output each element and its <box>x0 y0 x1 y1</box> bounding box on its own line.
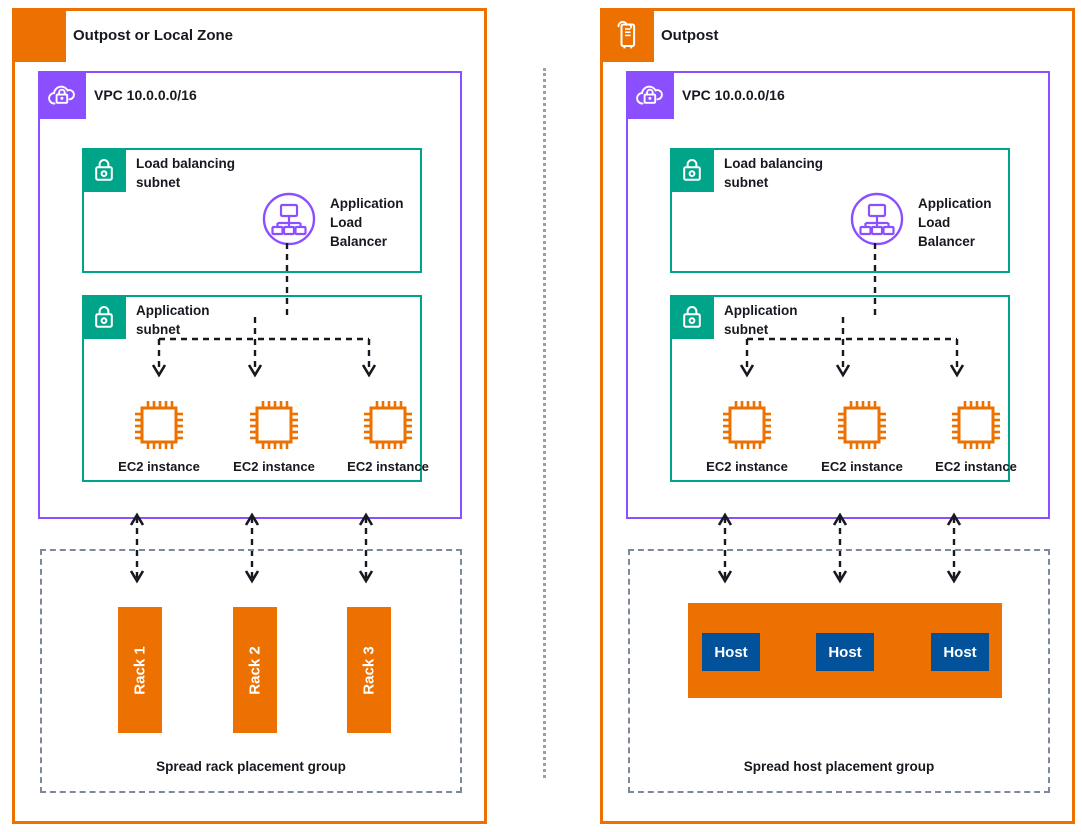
panel-title: Outpost <box>661 26 719 44</box>
application-load-balancer-label: Application Load Balancer <box>918 196 992 249</box>
vpc-cloud-lock-icon <box>626 71 674 119</box>
ec2-instance-icon <box>360 397 416 453</box>
vpc-label: VPC 10.0.0.0/16 <box>94 87 197 103</box>
host-label: Host <box>714 643 748 661</box>
host-label: Host <box>943 643 977 661</box>
rack-2: Rack 2 <box>233 607 277 733</box>
host-label: Host <box>828 643 862 661</box>
rack-3: Rack 3 <box>347 607 391 733</box>
outpost-host-band: Host Host Host <box>688 603 1002 698</box>
ec2-instance-label: EC2 instance <box>706 459 788 474</box>
placement-group-label: Spread host placement group <box>743 759 935 774</box>
subnet-load-balancing: Load balancing subnet <box>670 148 1010 273</box>
application-load-balancer-label: Application Load Balancer <box>330 196 404 249</box>
alb-to-ec2-connector <box>151 317 377 378</box>
ec2-instance-label: EC2 instance <box>118 459 200 474</box>
rack-label: Rack 3 <box>360 645 378 695</box>
vpc-boundary: VPC 10.0.0.0/16 Load balancing subnet <box>38 71 462 519</box>
subnet-label: Application subnet <box>724 303 798 337</box>
subnet-lock-icon <box>82 148 126 192</box>
subnet-lock-icon <box>82 295 126 339</box>
vpc-cloud-lock-icon <box>38 71 86 119</box>
ec2-instance-label: EC2 instance <box>821 459 903 474</box>
outpost-rack-icon <box>600 8 654 62</box>
panel-header-badge <box>12 8 66 62</box>
ec2-instance-label: EC2 instance <box>347 459 429 474</box>
subnet-label: Load balancing subnet <box>724 156 824 190</box>
subnet-lock-icon <box>670 295 714 339</box>
subnet-label: Application subnet <box>136 303 210 337</box>
host-3: Host <box>931 633 989 671</box>
subnet-label: Load balancing subnet <box>136 156 236 190</box>
rack-label: Rack 1 <box>131 645 149 695</box>
panel-outpost: Outpost VPC 10.0.0.0/16 <box>600 8 1075 824</box>
panel-title: Outpost or Local Zone <box>73 26 233 44</box>
ec2-instance-icon <box>948 397 1004 453</box>
subnet-lock-icon <box>670 148 714 192</box>
subnet-application: Application subnet <box>82 295 429 482</box>
alb-to-ec2-connector <box>739 317 965 378</box>
application-load-balancer-icon <box>850 192 904 246</box>
panel-outpost-or-local-zone: Outpost or Local Zone VPC 10.0.0.0/16 <box>12 8 487 824</box>
host-2: Host <box>816 633 874 671</box>
ec2-instance-label: EC2 instance <box>935 459 1017 474</box>
placement-group-label: Spread rack placement group <box>156 759 346 774</box>
rack-label: Rack 2 <box>246 645 264 695</box>
panel-divider <box>543 68 546 778</box>
subnet-load-balancing: Load balancing subnet <box>82 148 422 273</box>
host-1: Host <box>702 633 760 671</box>
ec2-instance-label: EC2 instance <box>233 459 315 474</box>
subnet-application: Application subnet <box>670 295 1017 482</box>
application-load-balancer-icon <box>262 192 316 246</box>
spread-rack-placement-group: Rack 1 Rack 2 Rack 3 Spread rack placeme… <box>40 549 462 793</box>
ec2-instance-icon <box>719 397 775 453</box>
rack-1: Rack 1 <box>118 607 162 733</box>
ec2-instance-icon <box>131 397 187 453</box>
vpc-label: VPC 10.0.0.0/16 <box>682 87 785 103</box>
spread-host-placement-group: Host Host Host Spread host placement gro… <box>628 549 1050 793</box>
ec2-instance-icon <box>246 397 302 453</box>
ec2-instance-icon <box>834 397 890 453</box>
vpc-boundary: VPC 10.0.0.0/16 Load balancing subnet <box>626 71 1050 519</box>
